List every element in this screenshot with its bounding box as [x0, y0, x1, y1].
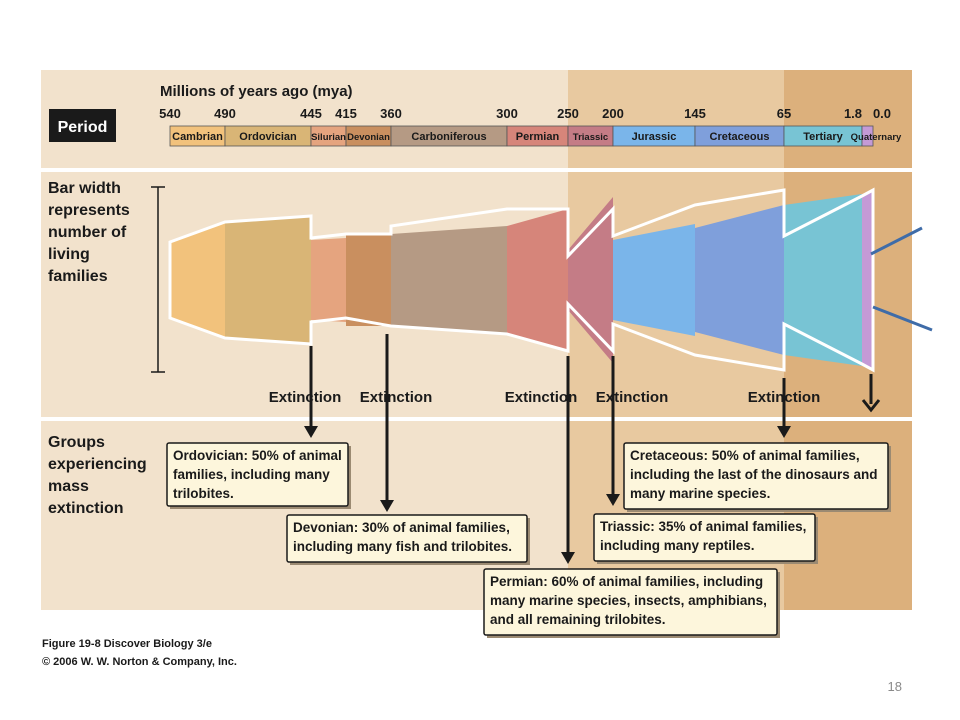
tick-label-11: 0.0	[873, 106, 891, 121]
diversity-segment-devonian	[346, 234, 391, 326]
period-label-triassic: Triassic	[573, 132, 608, 143]
diversity-segment-triassic	[568, 197, 613, 363]
extinction-box-permian	[483, 568, 778, 636]
extinction-box-triassic-line-0: Triassic: 35% of animal families,	[600, 519, 806, 534]
extinction-box-cretaceous-line-0: Cretaceous: 50% of animal families,	[630, 448, 860, 463]
period-bar-quaternary	[861, 125, 874, 147]
bar-width-label-line-4: families	[48, 268, 108, 285]
family-diversity-spindle	[168, 187, 875, 373]
annotation-line-lower	[872, 305, 933, 332]
bar-width-label: Bar width represents number of living famili…	[48, 180, 130, 285]
extinction-box-devonian-line-0: Devonian: 30% of animal families,	[293, 520, 510, 535]
arrow-devonian-head	[380, 500, 394, 512]
page-number: 18	[887, 679, 902, 694]
groups-label-line-0: Groups	[48, 434, 105, 451]
extinction-boxes: Ordovician: 50% of animal families, inclu…	[166, 442, 891, 638]
extinction-label-cretaceous: Extinction	[748, 389, 821, 406]
spindle-outline	[168, 187, 875, 373]
diversity-segment-silurian	[311, 238, 346, 322]
diversity-segment-ordovician	[225, 216, 311, 344]
extinction-box-cretaceous	[623, 442, 889, 510]
period-label-ordovician: Ordovician	[239, 131, 297, 143]
period-label-quaternary: Quaternary	[851, 132, 902, 143]
diversity-segment-quaternary	[862, 190, 873, 370]
extinction-box-triassic-line-1: including many reptiles.	[600, 538, 755, 553]
groups-label-line-2: mass	[48, 478, 89, 495]
extinction-box-permian-line-0: Permian: 60% of animal families, includi…	[490, 574, 763, 589]
extinction-box-triassic	[593, 513, 816, 562]
tick-label-4: 360	[380, 106, 402, 121]
bar-width-label-line-2: number of	[48, 224, 127, 241]
extinction-box-permian-line-1: many marine species, insects, amphibians…	[490, 593, 767, 608]
extinction-box-ordovician	[166, 442, 349, 507]
diversity-segment-jurassic	[613, 224, 695, 336]
arrow-permian-head	[561, 552, 575, 564]
bar-width-label-line-1: represents	[48, 202, 130, 219]
period-label-cambrian: Cambrian	[172, 131, 223, 143]
tick-label-2: 445	[300, 106, 322, 121]
period-label-permian: Permian	[516, 131, 560, 143]
extinction-label-ordovician: Extinction	[269, 389, 342, 406]
tick-label-5: 300	[496, 106, 518, 121]
extinction-box-cretaceous-line-2: many marine species.	[630, 486, 770, 501]
extinction-box-ordovician-line-1: families, including many	[173, 467, 330, 482]
figure-caption: Figure 19-8 Discover Biology 3/e	[42, 638, 212, 650]
tick-label-7: 200	[602, 106, 624, 121]
extinction-arrows: Extinction Extinction Extinction Extinction…	[269, 334, 881, 564]
diversity-segment-tertiary	[784, 194, 862, 366]
tick-label-3: 415	[335, 106, 357, 121]
period-label-cretaceous: Cretaceous	[710, 131, 770, 143]
time-ticks: 540 490 445 415 360 300 250 200 145 65 1.8 0.0	[159, 106, 891, 121]
period-label-carboniferous: Carboniferous	[411, 131, 486, 143]
tick-label-6: 250	[557, 106, 579, 121]
diversity-segment-carboniferous	[391, 226, 507, 334]
extinction-box-cretaceous-line-1: including the last of the dinosaurs and	[630, 467, 878, 482]
tick-label-1: 490	[214, 106, 236, 121]
copyright-caption: © 2006 W. W. Norton & Company, Inc.	[42, 656, 237, 668]
extinction-box-ordovician-line-0: Ordovician: 50% of animal	[173, 448, 342, 463]
diversity-segment-cretaceous	[695, 205, 784, 355]
tick-label-8: 145	[684, 106, 706, 121]
tick-label-10: 1.8	[844, 106, 862, 121]
period-label-tertiary: Tertiary	[803, 131, 843, 143]
bar-width-label-line-0: Bar width	[48, 180, 121, 197]
diversity-segment-permian	[507, 209, 568, 351]
period-label: Period	[58, 119, 108, 136]
diversity-segment-cambrian	[170, 222, 225, 338]
arrow-current-head	[861, 399, 881, 413]
extinction-label-permian: Extinction	[505, 389, 578, 406]
extinction-label-devonian: Extinction	[360, 389, 433, 406]
groups-label: Groups experiencing mass extinction	[48, 434, 147, 517]
extinction-box-devonian	[286, 514, 528, 563]
extinction-label-triassic: Extinction	[596, 389, 669, 406]
arrow-cretaceous-head	[777, 426, 791, 438]
period-label-jurassic: Jurassic	[632, 131, 677, 143]
annotation-line-upper	[870, 226, 923, 256]
tick-label-9: 65	[777, 106, 791, 121]
extinction-box-permian-line-2: and all remaining trilobites.	[490, 612, 666, 627]
arrow-ordovician-head	[304, 426, 318, 438]
axis-title: Millions of years ago (mya)	[160, 83, 353, 100]
extinction-box-devonian-line-1: including many fish and trilobites.	[293, 539, 512, 554]
arrow-triassic-head	[606, 494, 620, 506]
groups-label-line-3: extinction	[48, 500, 124, 517]
period-label-silurian: Silurian	[311, 132, 346, 143]
period-label-box	[49, 109, 116, 142]
extinction-box-ordovician-line-2: trilobites.	[173, 486, 234, 501]
tick-label-0: 540	[159, 106, 181, 121]
groups-label-line-1: experiencing	[48, 456, 147, 473]
bar-width-label-line-3: living	[48, 246, 90, 263]
period-label-devonian: Devonian	[347, 132, 390, 143]
